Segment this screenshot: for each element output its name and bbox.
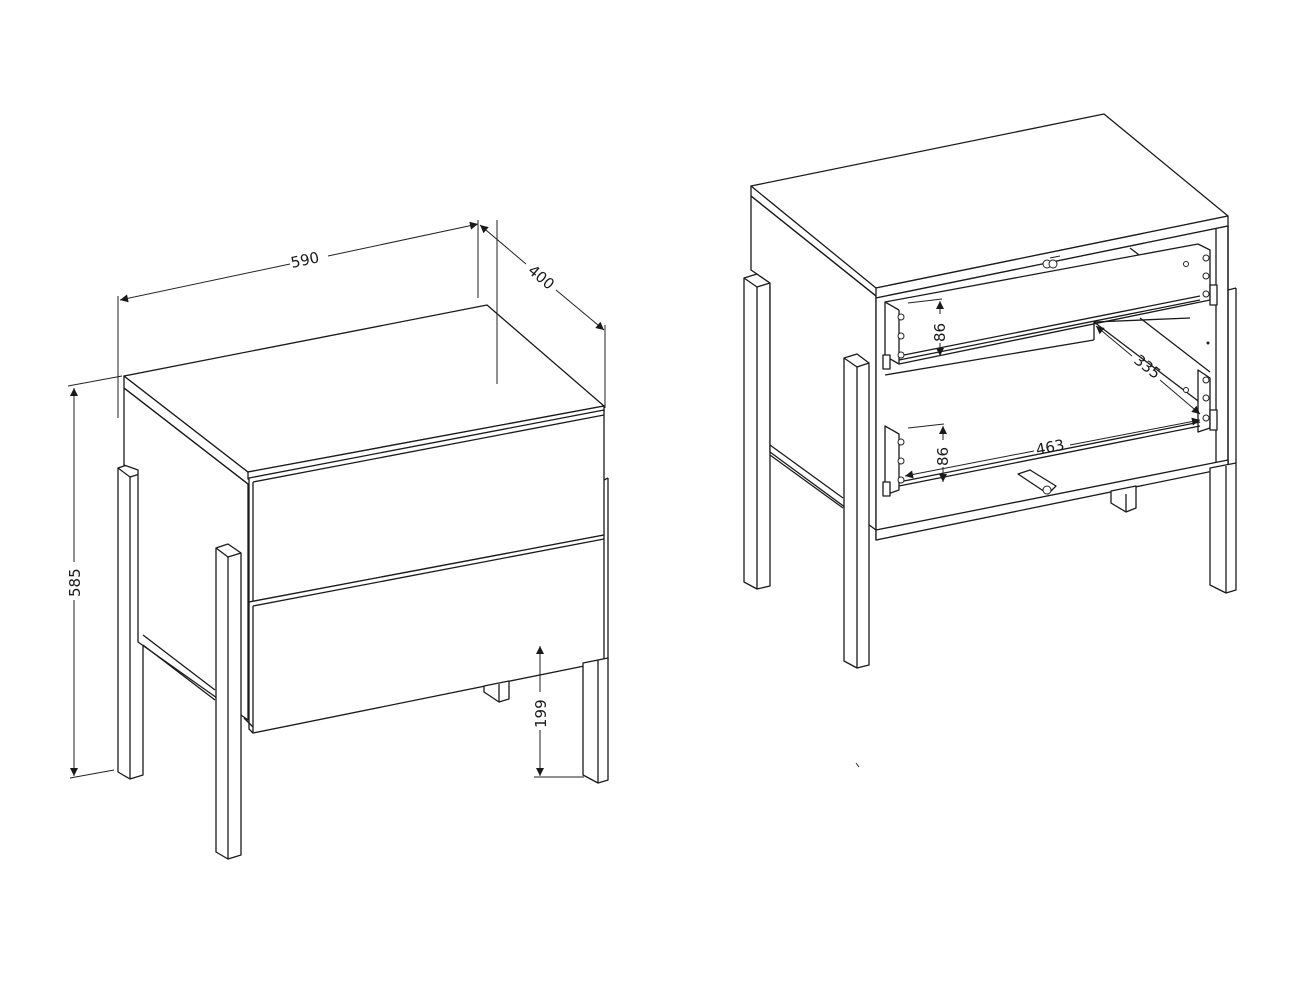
label-upper-drawer-height: 86 — [931, 323, 949, 342]
lower-drawer — [882, 369, 1218, 497]
label-drawer-width: 463 — [1034, 436, 1066, 459]
top-panel-2 — [750, 113, 1229, 299]
leg-rear-left — [117, 463, 144, 780]
drawer-fronts — [243, 409, 605, 734]
label-lower-drawer-height: 86 — [934, 447, 952, 466]
dimension-width: 590 — [117, 220, 479, 418]
leg-rear-left-2 — [743, 273, 771, 590]
leg-front-left-2 — [843, 353, 870, 669]
leg-front-right — [582, 657, 609, 784]
dimension-upper-drawer-height: 86 — [907, 298, 949, 356]
label-clearance: 199 — [532, 699, 550, 728]
foot-back-middle — [483, 680, 510, 703]
dimension-lower-drawer-height: 86 — [907, 423, 952, 482]
dimension-drawer-width: 463 — [904, 417, 1201, 479]
foot-back-middle-2 — [1110, 485, 1137, 513]
dimension-leg-clearance: 199 — [532, 646, 584, 778]
stray-mark — [855, 762, 860, 768]
assembled-view: 590 400 585 199 — [66, 220, 609, 860]
label-height: 585 — [66, 568, 84, 597]
leg-front-right-2 — [1209, 287, 1237, 594]
label-width: 590 — [289, 248, 321, 272]
leg-rear-right — [603, 477, 609, 660]
bottom-panel — [875, 459, 1229, 541]
dimension-height: 585 — [66, 375, 123, 779]
leg-front-left — [215, 543, 242, 860]
open-carcass-view: 86 86 335 463 — [743, 113, 1237, 768]
label-depth: 400 — [524, 261, 558, 293]
upper-drawer — [882, 243, 1218, 411]
